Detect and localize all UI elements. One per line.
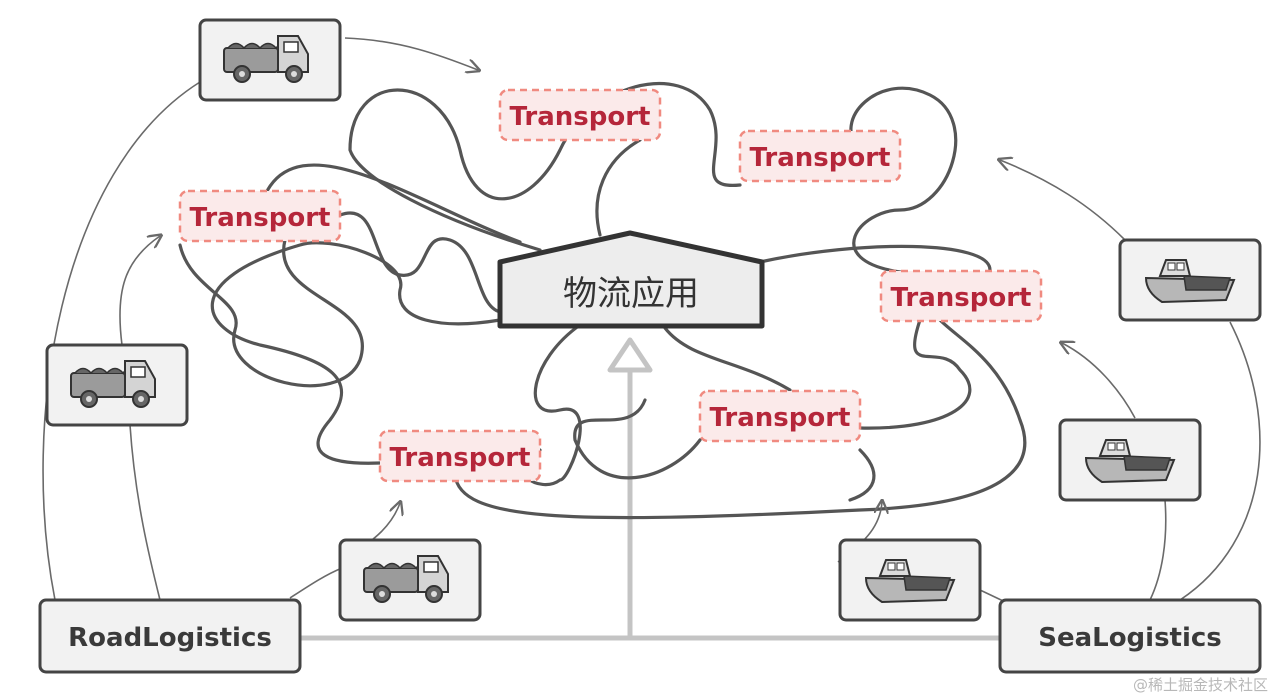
transport-label: Transport [698, 389, 862, 443]
svg-text:Transport: Transport [190, 203, 331, 233]
svg-text:Transport: Transport [750, 143, 891, 173]
inheritance-arrow-icon [607, 337, 653, 373]
svg-text:Transport: Transport [390, 443, 531, 473]
ship-card [1118, 238, 1262, 322]
watermark: @稀土掘金技术社区 [1133, 676, 1268, 694]
truck-card [198, 18, 342, 102]
road-logistics-box: RoadLogistics [38, 598, 302, 674]
tangled-wires [178, 82, 1027, 520]
transport-label: Transport [879, 269, 1043, 323]
flow-arrows [42, 37, 1261, 606]
app-title: 物流应用 [563, 274, 699, 314]
sea-logistics-label: SeaLogistics [1038, 623, 1222, 653]
transport-label: Transport [178, 189, 342, 243]
transport-label: Transport [738, 129, 902, 183]
svg-text:Transport: Transport [710, 403, 851, 433]
truck-card [45, 343, 189, 427]
svg-text:Transport: Transport [510, 102, 651, 132]
transport-label: Transport [378, 429, 542, 483]
sea-logistics-box: SeaLogistics [998, 598, 1262, 674]
logistics-app-box: 物流应用 [497, 230, 765, 329]
ship-card [838, 538, 982, 622]
truck-card [338, 538, 482, 622]
svg-text:Transport: Transport [891, 283, 1032, 313]
ship-card [1058, 418, 1202, 502]
road-logistics-label: RoadLogistics [68, 623, 272, 653]
transport-label: Transport [498, 88, 662, 142]
